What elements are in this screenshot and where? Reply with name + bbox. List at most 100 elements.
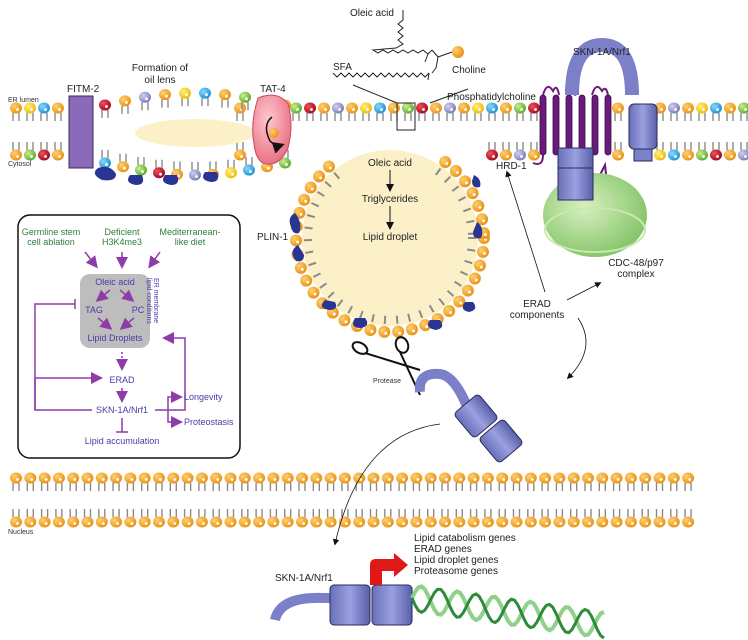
nuclear-phospholipid	[124, 509, 137, 528]
nuclear-phospholipid	[481, 509, 494, 528]
nuclear-phospholipid	[539, 472, 552, 491]
skn1a-transmembrane-domain	[628, 103, 658, 150]
phospholipid	[346, 102, 358, 121]
nuclear-phospholipid	[596, 509, 609, 528]
transcription-arrow-icon	[370, 553, 408, 585]
phospholipid	[10, 102, 22, 121]
nuclear-phospholipid	[396, 472, 409, 491]
nuclear-phospholipid	[610, 509, 623, 528]
nuclear-phospholipid	[81, 509, 94, 528]
droplet-phospholipid	[446, 289, 466, 308]
droplet-phospholipid	[405, 313, 418, 336]
nuclear-phospholipid	[510, 472, 523, 491]
droplet-phospholipid	[454, 280, 474, 297]
nuclear-phospholipid	[324, 509, 337, 528]
droplet-phospholipid	[290, 234, 313, 247]
oil-lens-label-1: Formation of	[132, 63, 188, 74]
cytosol-label: Cytosol	[8, 161, 32, 168]
fitm2-protein	[68, 95, 94, 169]
nuclear-membrane	[10, 472, 695, 528]
droplet-phospholipid	[392, 315, 405, 338]
nuclear-phospholipid	[653, 472, 666, 491]
phospholipid	[738, 142, 748, 161]
nuclear-phospholipid	[296, 509, 308, 528]
phospholipid	[682, 142, 694, 161]
nuclear-phospholipid	[381, 472, 394, 491]
box-pc: PC	[132, 305, 145, 315]
droplet-phospholipid	[462, 199, 485, 213]
nuclear-phospholipid	[210, 472, 223, 491]
droplet-phospholipid	[307, 282, 328, 299]
nuclear-phospholipid	[110, 472, 123, 491]
droplet-step-lipid-droplet: Lipid droplet	[363, 232, 418, 243]
phospholipid	[528, 142, 540, 161]
nuclear-phospholipid	[110, 509, 123, 528]
box-lipid-accumulation: Lipid accumulation	[85, 436, 160, 446]
phospholipid	[472, 102, 484, 121]
fitm2-label: FITM-2	[67, 84, 100, 95]
nuclear-phospholipid	[195, 472, 208, 491]
nuclear-phospholipid	[624, 509, 637, 528]
phospholipid	[444, 102, 456, 121]
erad-components-label-2: components	[510, 310, 564, 321]
nuclear-phospholipid	[653, 509, 666, 528]
gene-proteasome: Proteasome genes	[414, 566, 498, 577]
nuclear-phospholipid	[267, 472, 280, 491]
nuclear-phospholipid	[496, 509, 509, 528]
nuclear-phospholipid	[310, 472, 323, 491]
skn1a-cleaved-tail	[414, 368, 475, 416]
nuclear-phospholipid	[667, 472, 680, 491]
droplet-phospholipid	[443, 164, 462, 184]
nuclear-phospholipid	[253, 509, 266, 528]
nuclear-phospholipid	[24, 509, 37, 528]
nuclear-phospholipid	[153, 472, 165, 491]
nuclear-phospholipid	[682, 509, 695, 528]
cleavage-arrow	[566, 317, 587, 380]
tat4-label: TAT-4	[260, 84, 286, 95]
nuclear-phospholipid	[682, 472, 695, 491]
protease-scissors-icon	[351, 336, 421, 396]
nuclear-phospholipid	[167, 472, 180, 491]
phosphatidylcholine-structure	[332, 10, 469, 131]
nuclear-phospholipid	[667, 509, 680, 528]
droplet-phospholipid	[459, 270, 481, 285]
droplet-phospholipid	[466, 213, 489, 226]
nuclear-phospholipid	[195, 509, 208, 528]
nuclear-phospholipid	[95, 509, 108, 528]
nuclear-phospholipid	[424, 472, 437, 491]
phospholipid	[528, 102, 540, 121]
phospholipid	[430, 102, 442, 121]
phospholipid	[52, 102, 64, 121]
er-membrane	[10, 102, 748, 161]
nuclear-phospholipid	[224, 472, 237, 491]
phospholipid	[500, 142, 512, 161]
flip-arrow-icon	[265, 116, 285, 154]
nuclear-phospholipid	[439, 509, 451, 528]
skn1a-domain-2	[479, 419, 523, 463]
hrd1-label: HRD-1	[496, 161, 527, 172]
droplet-phospholipid	[464, 259, 486, 272]
cdc48-label-2: complex	[617, 269, 654, 280]
nuclear-phospholipid	[238, 472, 251, 491]
plin1-label: PLIN-1	[257, 232, 289, 243]
phospholipid	[612, 142, 624, 161]
droplet-step-triglycerides: Triglycerides	[362, 194, 418, 205]
skn1a-top-label: SKN-1A/Nrf1	[573, 47, 631, 58]
hrd1-protein	[539, 94, 612, 156]
phospholipid	[696, 102, 708, 121]
phospholipid	[458, 102, 470, 121]
erad-pointer-hrd1	[505, 170, 546, 293]
phospholipid	[710, 142, 722, 161]
phosphatidylcholine-label: Phosphatidylcholine	[447, 92, 536, 103]
droplet-phospholipid	[466, 245, 489, 258]
phospholipid	[738, 102, 748, 121]
phospholipid	[99, 150, 111, 169]
nuclear-phospholipid	[124, 472, 137, 491]
nuclear-phospholipid	[624, 472, 637, 491]
phospholipid	[668, 142, 680, 161]
plin1-proteins	[94, 166, 483, 330]
gene-lipid-droplet: Lipid droplet genes	[414, 555, 499, 566]
box-tag: TAG	[85, 305, 103, 315]
box-oleic-acid: Oleic acid	[95, 277, 135, 287]
